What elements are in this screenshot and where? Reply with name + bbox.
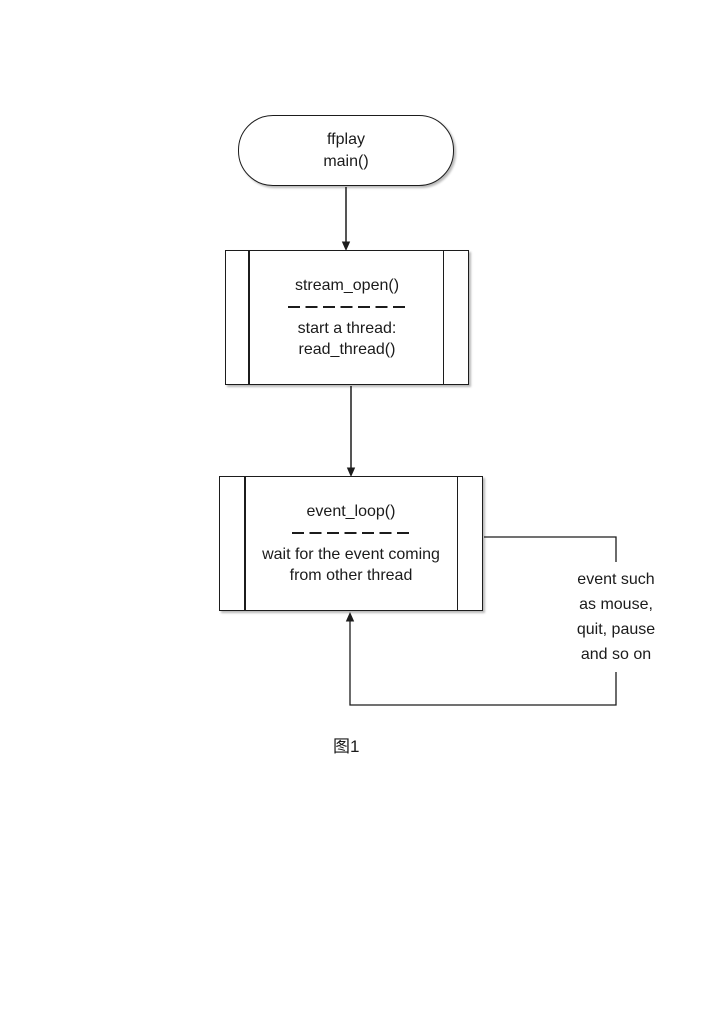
dashed-separator-line: [288, 305, 406, 308]
terminal-shape-ffplay-main: ffplay main(): [238, 115, 454, 186]
loop-label-line3: quit, pause: [576, 621, 656, 638]
process2-title: event_loop(): [306, 502, 396, 520]
dashed-separator: [220, 522, 482, 544]
terminal-label-line2: main(): [323, 152, 369, 170]
loop-event-label: event such as mouse, quit, pause and so …: [556, 567, 676, 667]
double-border-strip-left: [244, 477, 246, 610]
loop-label-line4: and so on: [580, 646, 652, 663]
dashed-separator: [226, 296, 468, 318]
double-border-strip-right: [442, 251, 444, 384]
figure-caption: 图1: [333, 737, 360, 756]
terminal-label-line1: ffplay: [327, 130, 365, 148]
loop-label-line2: as mouse,: [579, 596, 653, 613]
process2-body-line2: from other thread: [289, 567, 413, 584]
double-border-strip-left: [248, 251, 250, 384]
process1-body-line1: start a thread:: [297, 319, 397, 337]
process-box-stream-open: stream_open() start a thread: read_threa…: [225, 250, 469, 385]
arrow-terminal-to-stream-open: [341, 187, 351, 251]
arrow-stream-open-to-event-loop: [346, 386, 356, 477]
loop-label-line1: event such: [577, 571, 655, 588]
process-box-event-loop: event_loop() wait for the event coming f…: [219, 476, 483, 611]
process1-body-line2: read_thread(): [298, 341, 396, 358]
process2-body-line1: wait for the event coming: [262, 545, 440, 563]
dashed-separator-line: [292, 531, 410, 534]
double-border-strip-right: [456, 477, 458, 610]
process1-title: stream_open(): [294, 276, 400, 294]
